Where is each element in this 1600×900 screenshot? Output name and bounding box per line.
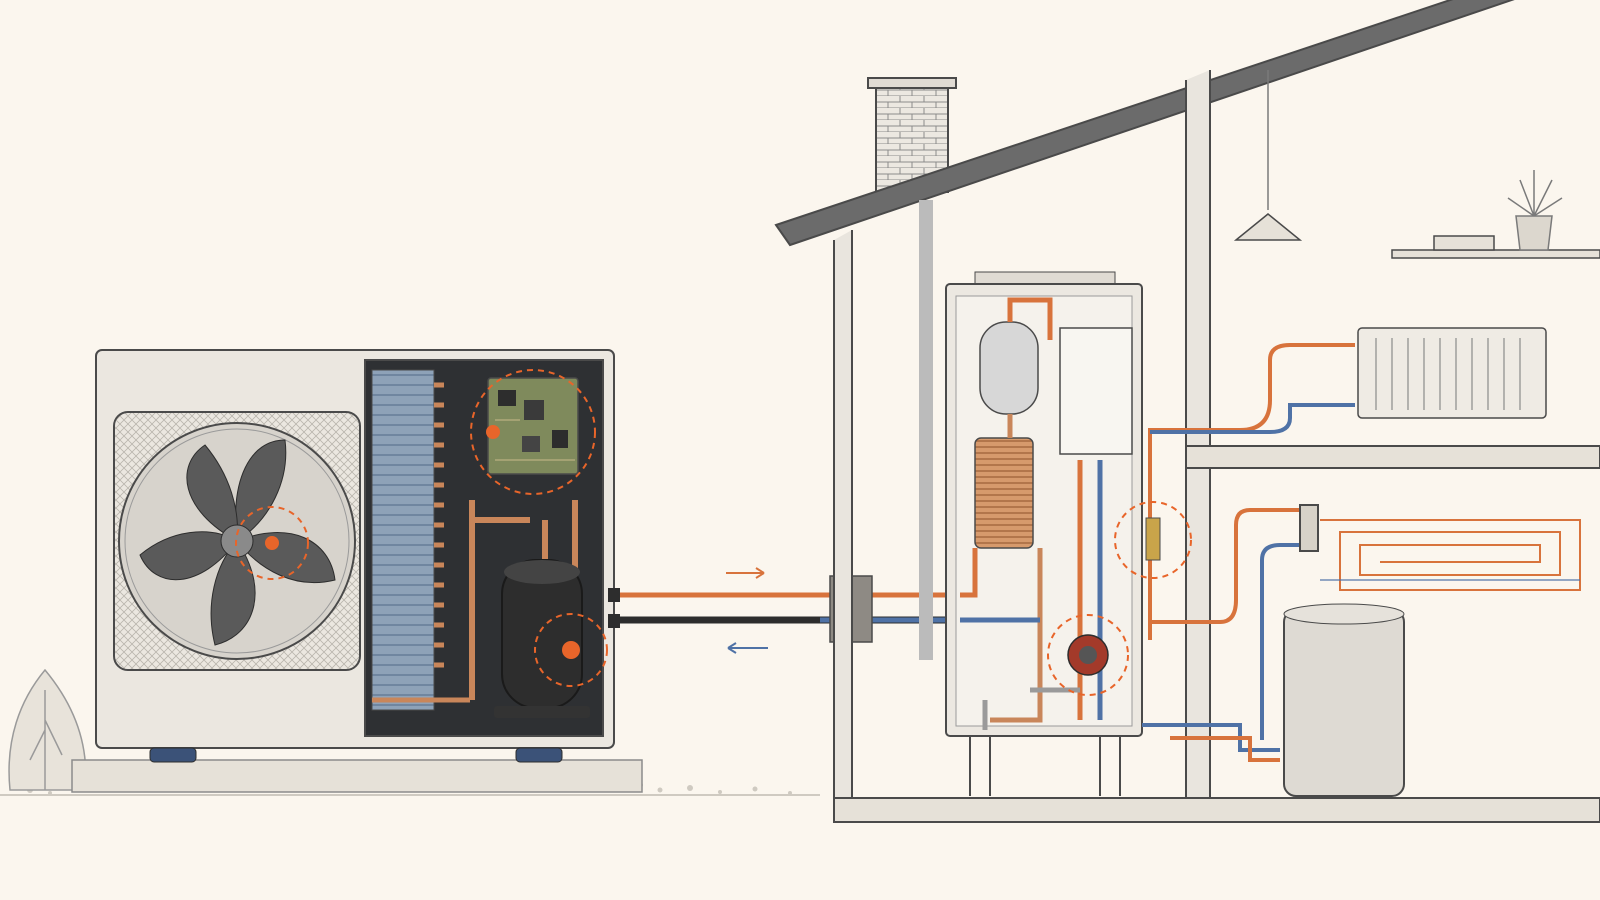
highlight-pump (1047, 614, 1129, 696)
return-arrow-icon (727, 642, 768, 654)
lamp-icon (1233, 70, 1303, 241)
highlight-compressor (534, 613, 608, 687)
supply-arrow-icon (726, 567, 765, 579)
radiator-icon (1357, 327, 1547, 419)
evaporator-coil (371, 369, 470, 711)
underfloor-loop-icon (1299, 504, 1581, 591)
concrete-pad (71, 759, 643, 793)
circuit-board-icon (487, 377, 579, 475)
highlight-valve (1114, 501, 1192, 579)
pump-icon (1067, 634, 1109, 676)
bush-icon (8, 668, 87, 791)
valve-icon (1145, 517, 1161, 561)
outdoor-unit (95, 349, 620, 763)
tank-icon (979, 321, 1039, 415)
house-structure (774, 0, 1600, 823)
indoor-hydro-unit (945, 271, 1143, 796)
shelf (1391, 235, 1600, 259)
compressor-icon (494, 559, 590, 718)
heating-circuit-pipes (1142, 343, 1355, 762)
cylinder-icon (1283, 603, 1405, 797)
refrigerant-lines (620, 575, 950, 643)
highlight-control-board (470, 369, 596, 495)
heat-exchanger-icon (974, 437, 1034, 549)
plant-icon (1507, 170, 1563, 251)
highlight-fan (235, 506, 309, 580)
